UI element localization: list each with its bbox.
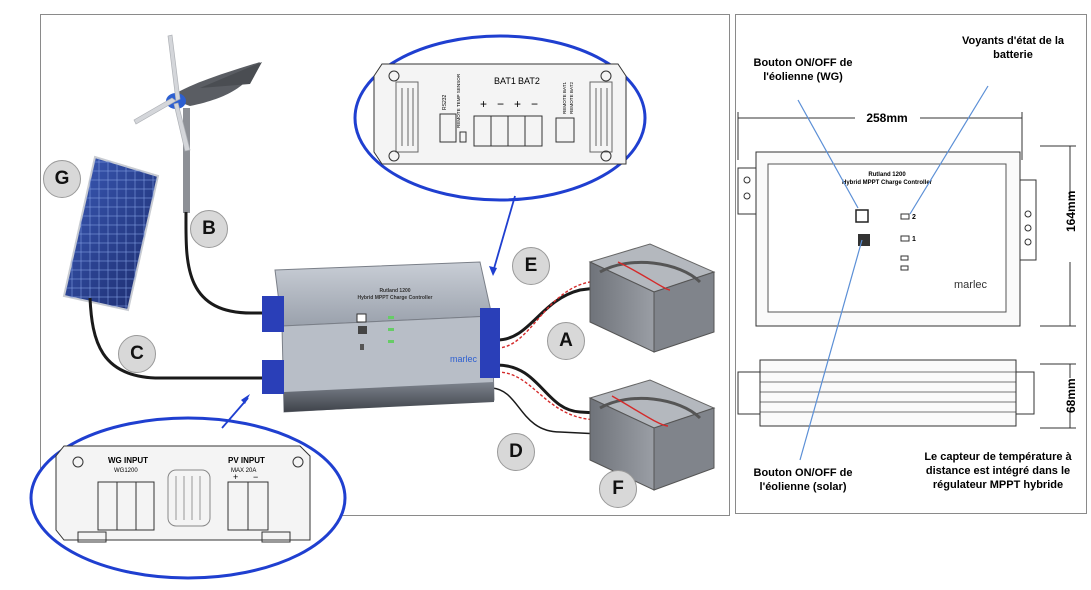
wind-cable [184,211,268,315]
led-2-label: 2 [912,214,916,221]
callout-f: F [599,470,637,508]
top-terminal-callout: BAT1 BAT2 + − + − RS232 REMOTE TEMP SENS… [353,34,647,202]
solar-cable [88,297,262,380]
wg-leader-line [797,99,859,209]
callout-e: E [512,247,550,285]
top-callout-pointer [492,195,516,273]
wg-input-label: WG INPUT [108,456,148,465]
rs232-label: RS232 [442,94,448,110]
led-leader-line [909,85,989,215]
bat2-label: BAT2 [518,76,540,86]
controller-top-title: Rutland 1200 [868,172,906,178]
bat1-plus: + [480,97,487,111]
solar-panel [62,155,160,312]
pv-max-label: MAX 20A [231,468,256,474]
remote-bat2-label: REMOTE BAT2 [569,81,574,114]
bottom-callout-pointer [221,397,249,429]
bat2-plus: + [514,97,521,111]
controller-top-subtitle: Hybrid MPPT Charge Controller [842,180,933,186]
controller-3d-subtitle: Hybrid MPPT Charge Controller [357,295,432,301]
dimension-height: 164mm [1064,191,1078,232]
controller-3d-brand: marlec [450,354,478,364]
callout-g: G [43,160,81,198]
callout-c: C [118,335,156,373]
battery-2 [588,379,716,491]
battery1-cable [496,283,621,342]
pv-plus: + [233,472,238,482]
dimension-lines [737,112,1076,429]
wg-button-annotation: Bouton ON/OFF de l'éolienne (WG) [753,57,853,83]
bat1-label: BAT1 [494,76,516,86]
remote-bat1-label: REMOTE BAT1 [562,81,567,114]
callout-d: D [497,433,535,471]
wind-turbine [133,34,262,213]
callout-b: B [190,210,228,248]
battery-leds-annotation: Voyants d'état de la batterie [961,35,1065,61]
solar-leader-line [799,239,863,461]
pv-input-label: PV INPUT [228,456,265,465]
bat1-minus: − [497,97,504,111]
dimension-width: 258mm [866,111,907,125]
bat2-minus: − [531,97,538,111]
battery-1 [588,243,716,353]
remote-temp-label: REMOTE TEMP SENSOR [456,73,461,128]
callout-a: A [547,322,585,360]
pv-minus: − [253,472,258,482]
charge-controller-3d: Rutland 1200 Hybrid MPPT Charge Controll… [262,261,500,413]
controller-top-brand: marlec [954,279,988,291]
controller-side-view [737,359,1035,427]
temp-sensor-cable [491,387,601,435]
solar-button-annotation: Bouton ON/OFF de l'éolienne (solar) [753,467,853,493]
wg-model-label: WG1200 [114,468,138,474]
dimensions-panel [735,14,1087,514]
temp-sensor-annotation: Le capteur de température à distance est… [924,451,1072,491]
controller-top-view: Rutland 1200 Hybrid MPPT Charge Controll… [737,151,1037,327]
battery2-cable [496,363,631,417]
controller-3d-title: Rutland 1200 [379,288,410,294]
wg-button-icon [855,209,869,223]
led-1-label: 1 [912,236,916,243]
dimension-depth: 68mm [1064,378,1078,413]
bottom-terminal-callout: WG INPUT WG1200 PV INPUT MAX 20A + − [29,416,347,580]
